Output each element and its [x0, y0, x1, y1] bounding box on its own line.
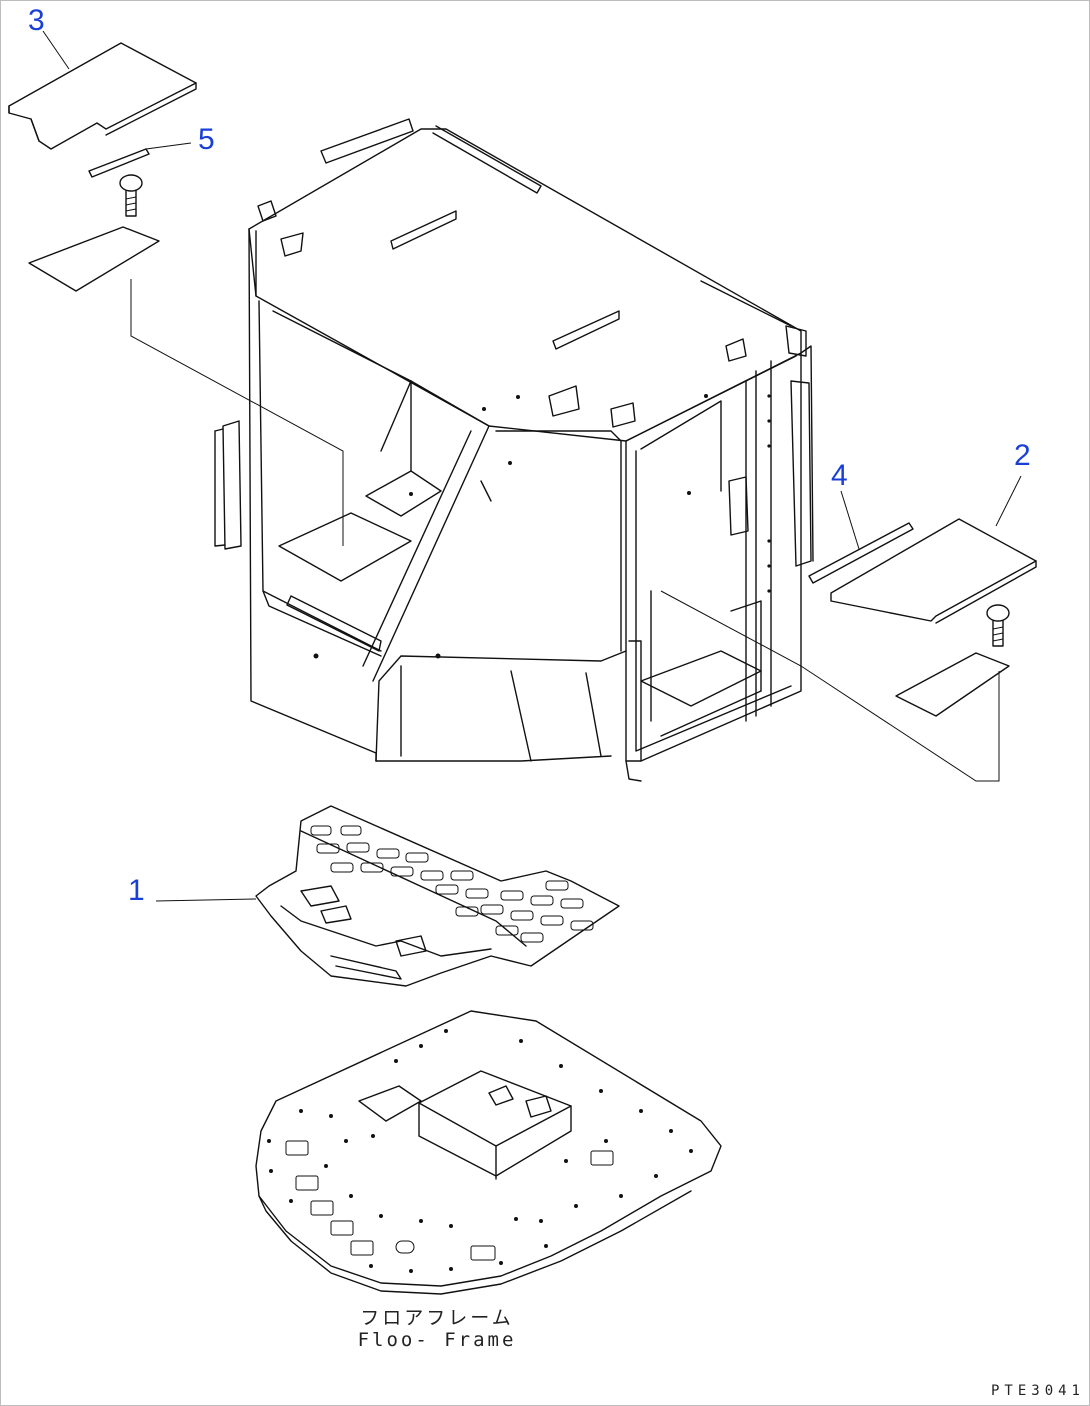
part-3-cover — [8, 42, 197, 150]
drawing-code: PTE3041 — [990, 1383, 1085, 1399]
right-bolt — [986, 604, 1010, 647]
top-left-bolt — [119, 174, 143, 217]
floor-frame — [255, 1010, 722, 1295]
part-5-strip — [88, 148, 150, 178]
part-4-strip — [808, 522, 914, 584]
floor-frame-label-en: Floo- Frame — [357, 1329, 517, 1351]
top-left-leader-line — [130, 279, 344, 546]
callout-5: 5 — [198, 123, 215, 156]
right-leader-line — [660, 590, 1000, 782]
floor-frame-label-jp: フロアフレーム — [360, 1307, 514, 1329]
right-plate — [895, 652, 1010, 717]
cab-assembly — [214, 118, 814, 782]
callout-leaders — [42, 30, 1022, 902]
part-1-floor-mat — [255, 805, 620, 987]
callout-3: 3 — [28, 4, 45, 37]
top-left-plate — [28, 226, 160, 292]
callout-2: 2 — [1014, 439, 1031, 472]
part-2-cover — [830, 518, 1037, 624]
callout-4: 4 — [831, 459, 848, 492]
callout-1: 1 — [128, 874, 145, 907]
